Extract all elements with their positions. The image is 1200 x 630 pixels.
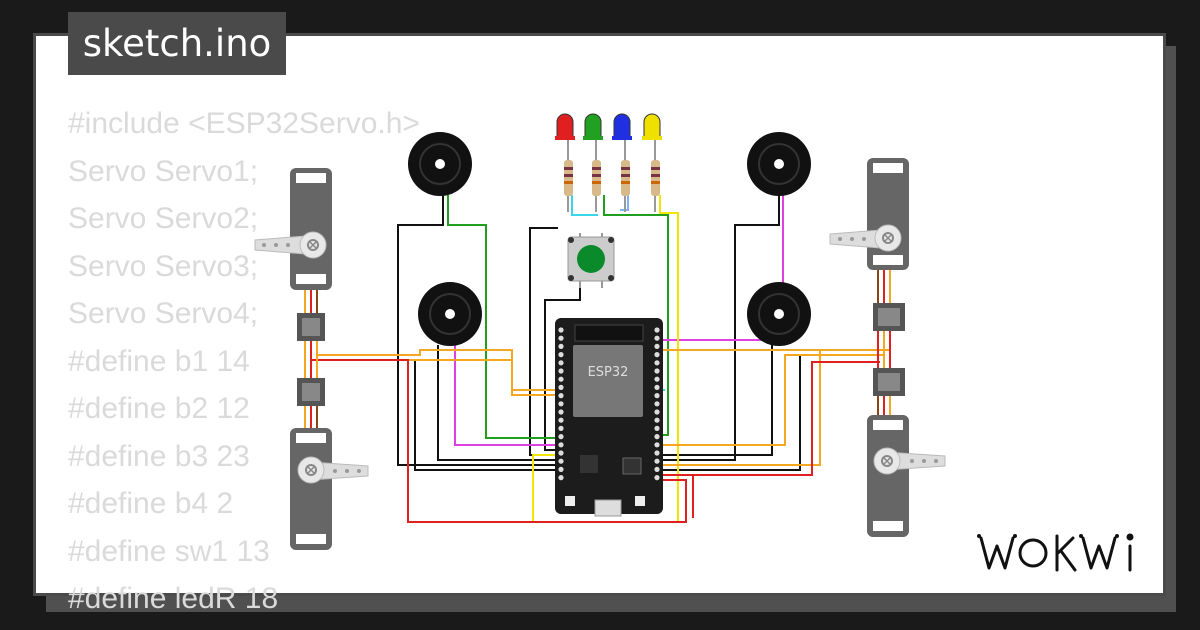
esp32-pin[interactable] (654, 475, 660, 481)
esp32-pin[interactable] (654, 450, 660, 456)
esp32-pin[interactable] (654, 335, 660, 341)
esp32-pins-right (654, 327, 660, 481)
black-wires (397, 195, 801, 471)
wires (304, 195, 891, 523)
code-line: Servo Servo4; (68, 297, 259, 330)
blue-wires (620, 195, 629, 211)
esp32-pin[interactable] (654, 368, 660, 374)
esp32-pin[interactable] (558, 417, 564, 423)
code-line: #define b2 12 (68, 392, 250, 425)
esp32-pin[interactable] (558, 475, 564, 481)
code-line: Servo Servo3; (68, 249, 259, 283)
push-button[interactable] (567, 233, 615, 288)
code-line: #define b1 14 (68, 344, 250, 378)
code-line: Servo Servo1; (68, 154, 259, 188)
esp32-pin[interactable] (654, 352, 660, 358)
esp32-pin[interactable] (654, 401, 660, 407)
code-line: #include <ESP32Servo.h> (68, 107, 420, 140)
buzzer-mid-right[interactable] (747, 282, 811, 346)
esp32-pin[interactable] (654, 434, 660, 440)
esp32-pin[interactable] (654, 425, 660, 431)
resistor[interactable] (564, 160, 573, 196)
resistor[interactable] (592, 160, 601, 196)
code-line: #define b3 23 (68, 439, 250, 473)
led-blue[interactable] (612, 113, 632, 212)
code-line: #define ledR 18 (68, 582, 279, 615)
file-tab[interactable]: sketch.ino (68, 12, 286, 75)
esp32-pin[interactable] (558, 384, 564, 390)
esp32-pin[interactable] (558, 434, 564, 440)
esp32-pin[interactable] (654, 409, 660, 415)
code-line: #define b4 2 (68, 487, 234, 520)
esp32-pin[interactable] (654, 393, 660, 399)
wokwi-logo (977, 533, 1134, 572)
leds (555, 113, 662, 212)
esp32-board[interactable]: ESP32 (555, 318, 663, 517)
code-preview: #include <ESP32Servo.h> Servo Servo1; Se… (68, 100, 628, 623)
esp32-pin[interactable] (654, 376, 660, 382)
esp32-label: ESP32 (588, 365, 629, 380)
led-red[interactable] (555, 113, 575, 212)
esp32-pin[interactable] (558, 466, 564, 472)
servo-leads-left (304, 285, 318, 432)
servo-top-left[interactable] (254, 168, 332, 290)
esp32-pin[interactable] (558, 360, 564, 366)
esp32-pin[interactable] (654, 466, 660, 472)
esp32-pin[interactable] (558, 393, 564, 399)
code-line: #define sw1 13 (68, 534, 270, 568)
servo-bottom-left[interactable] (290, 428, 369, 550)
esp32-pin[interactable] (558, 352, 564, 358)
esp32-pin[interactable] (558, 458, 564, 464)
orange-wires (318, 349, 890, 466)
buzzer-top-left[interactable] (408, 132, 472, 196)
esp32-pin[interactable] (558, 327, 564, 333)
led-green[interactable] (583, 113, 603, 212)
esp32-pin[interactable] (654, 343, 660, 349)
esp32-pin[interactable] (558, 368, 564, 374)
esp32-pin[interactable] (654, 360, 660, 366)
esp32-pin[interactable] (558, 425, 564, 431)
servo-leads-right (877, 268, 891, 420)
green-wires (447, 195, 669, 439)
esp32-pin[interactable] (654, 384, 660, 390)
esp32-pin[interactable] (558, 442, 564, 448)
esp32-pin[interactable] (654, 442, 660, 448)
led-yellow[interactable] (642, 113, 662, 212)
esp32-pin[interactable] (558, 409, 564, 415)
code-line: Servo Servo2; (68, 202, 259, 235)
esp32-pin[interactable] (558, 376, 564, 382)
esp32-pins-left (558, 327, 564, 481)
buzzer-mid-left[interactable] (418, 282, 482, 346)
buzzer-top-right[interactable] (747, 132, 811, 196)
resistor[interactable] (621, 160, 630, 196)
servo-top-right[interactable] (829, 158, 909, 270)
esp32-pin[interactable] (654, 327, 660, 333)
esp32-pin[interactable] (654, 458, 660, 464)
esp32-pin[interactable] (558, 335, 564, 341)
esp32-pin[interactable] (654, 417, 660, 423)
servo-connectors (297, 303, 905, 406)
esp32-pin[interactable] (558, 450, 564, 456)
red-wires (312, 359, 880, 523)
esp32-pin[interactable] (558, 343, 564, 349)
servo-bottom-right[interactable] (867, 415, 946, 537)
resistor[interactable] (651, 160, 660, 196)
esp32-pin[interactable] (558, 401, 564, 407)
